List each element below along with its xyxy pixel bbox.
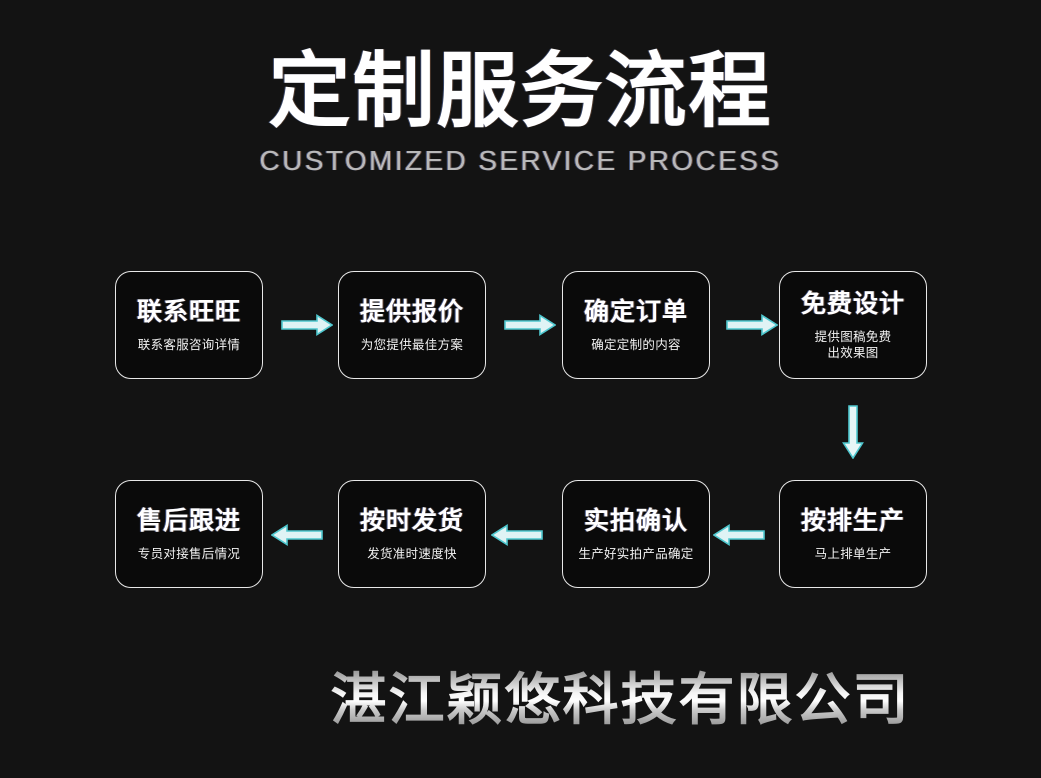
flow-step-4-title: 免费设计 — [800, 290, 905, 318]
arrow-left-icon-1 — [271, 524, 323, 546]
arrow-left-icon-3 — [713, 524, 765, 546]
flow-step-3-desc: 确定定制的内容 — [591, 337, 681, 352]
flow-step-8-title: 售后跟进 — [136, 507, 241, 535]
flow-step-6-title: 实拍确认 — [583, 507, 688, 535]
flow-step-7-title: 按时发货 — [359, 507, 464, 535]
flow-step-4[interactable]: 免费设计 提供图稿免费 出效果图 — [779, 271, 927, 379]
flow-step-8[interactable]: 售后跟进 专员对接售后情况 — [115, 480, 263, 588]
flow-step-6-desc: 生产好实拍产品确定 — [578, 546, 694, 561]
page-subtitle: CUSTOMIZED SERVICE PROCESS — [259, 145, 782, 176]
arrow-right-icon-1 — [281, 314, 333, 336]
flow-step-5-desc: 马上排单生产 — [814, 546, 892, 561]
flow-step-2-title: 提供报价 — [359, 298, 464, 326]
arrow-right-icon-2 — [504, 314, 556, 336]
company-footer: 湛江颖悠科技有限公司 — [0, 668, 1041, 734]
flow-step-7-desc: 发货准时速度快 — [367, 546, 457, 561]
arrow-left-icon-2 — [491, 524, 543, 546]
company-name: 湛江颖悠科技有限公司 — [330, 670, 911, 732]
flow-step-1-desc: 联系客服咨询详情 — [137, 337, 241, 352]
flow-step-5-title: 按排生产 — [800, 507, 905, 535]
flow-step-2[interactable]: 提供报价 为您提供最佳方案 — [338, 271, 486, 379]
flow-step-6[interactable]: 实拍确认 生产好实拍产品确定 — [562, 480, 710, 588]
flow-step-4-desc: 提供图稿免费 出效果图 — [814, 329, 892, 360]
header: 定制服务流程 CUSTOMIZED SERVICE PROCESS — [0, 46, 1041, 178]
flow-step-3[interactable]: 确定订单 确定定制的内容 — [562, 271, 710, 379]
flow-step-7[interactable]: 按时发货 发货准时速度快 — [338, 480, 486, 588]
flow-step-1[interactable]: 联系旺旺 联系客服咨询详情 — [115, 271, 263, 379]
flow-step-8-desc: 专员对接售后情况 — [137, 546, 241, 561]
flow-step-1-title: 联系旺旺 — [136, 298, 241, 326]
arrow-right-icon-3 — [726, 314, 778, 336]
page-title: 定制服务流程 — [268, 46, 773, 137]
flow-step-5[interactable]: 按排生产 马上排单生产 — [779, 480, 927, 588]
flow-step-3-title: 确定订单 — [583, 298, 688, 326]
arrow-down-icon — [842, 405, 864, 459]
flow-step-2-desc: 为您提供最佳方案 — [360, 337, 464, 352]
